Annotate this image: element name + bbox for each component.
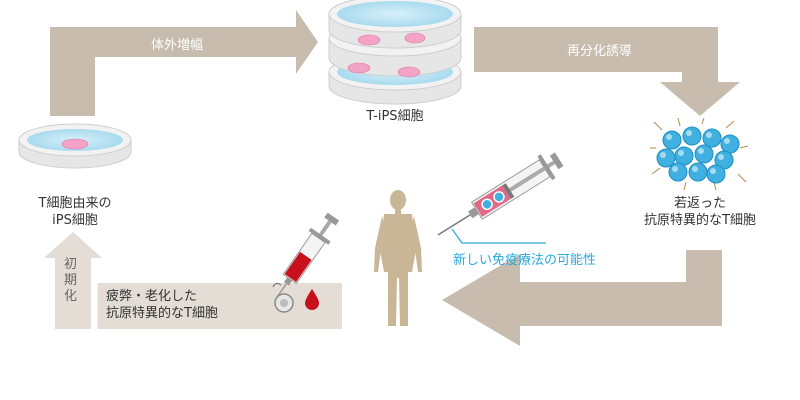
exhausted-panel (96, 283, 342, 329)
petri-dish-stack-icon (328, 0, 462, 105)
arrow-expansion (50, 10, 318, 116)
label-exhausted-line1: 疲弊・老化した (106, 289, 198, 304)
step-initialization: 初期化 (64, 257, 78, 304)
callout-line (451, 228, 546, 244)
label-tips-cell: T-iPS細胞 (366, 109, 424, 124)
label-origin-line2: iPS細胞 (52, 213, 98, 228)
blood-syringe-icon (272, 212, 340, 313)
cell-spikes (650, 118, 749, 190)
arrow-return (442, 250, 722, 346)
label-exhausted: 疲弊・老化した 抗原特異的なT細胞 (106, 288, 218, 322)
arrow-redifferentiation (474, 27, 740, 116)
label-exhausted-line2: 抗原特異的なT細胞 (106, 306, 218, 321)
label-origin-line1: T細胞由来の (38, 196, 112, 211)
dish-top (328, 0, 462, 49)
petri-dish-icon (18, 123, 132, 169)
cell-cluster (61, 138, 89, 150)
label-new-therapy: 新しい免疫療法の可能性 (453, 253, 597, 268)
label-origin: T細胞由来の iPS細胞 (20, 195, 130, 229)
t-cell-cluster-icon (650, 118, 749, 190)
label-rejuvenated-line2: 抗原特異的なT細胞 (644, 213, 756, 228)
label-rejuvenated-line1: 若返った (673, 196, 726, 211)
label-rejuvenated: 若返った 抗原特異的なT細胞 (620, 195, 780, 229)
step-expansion: 体外増幅 (151, 38, 204, 53)
syringe-icon (437, 152, 564, 236)
human-figure-icon (374, 190, 422, 326)
arrow-initialization (44, 232, 102, 329)
step-redifferentiation: 再分化誘導 (567, 44, 633, 59)
blood-drop-icon (305, 289, 319, 310)
cell-clusters (347, 32, 426, 78)
